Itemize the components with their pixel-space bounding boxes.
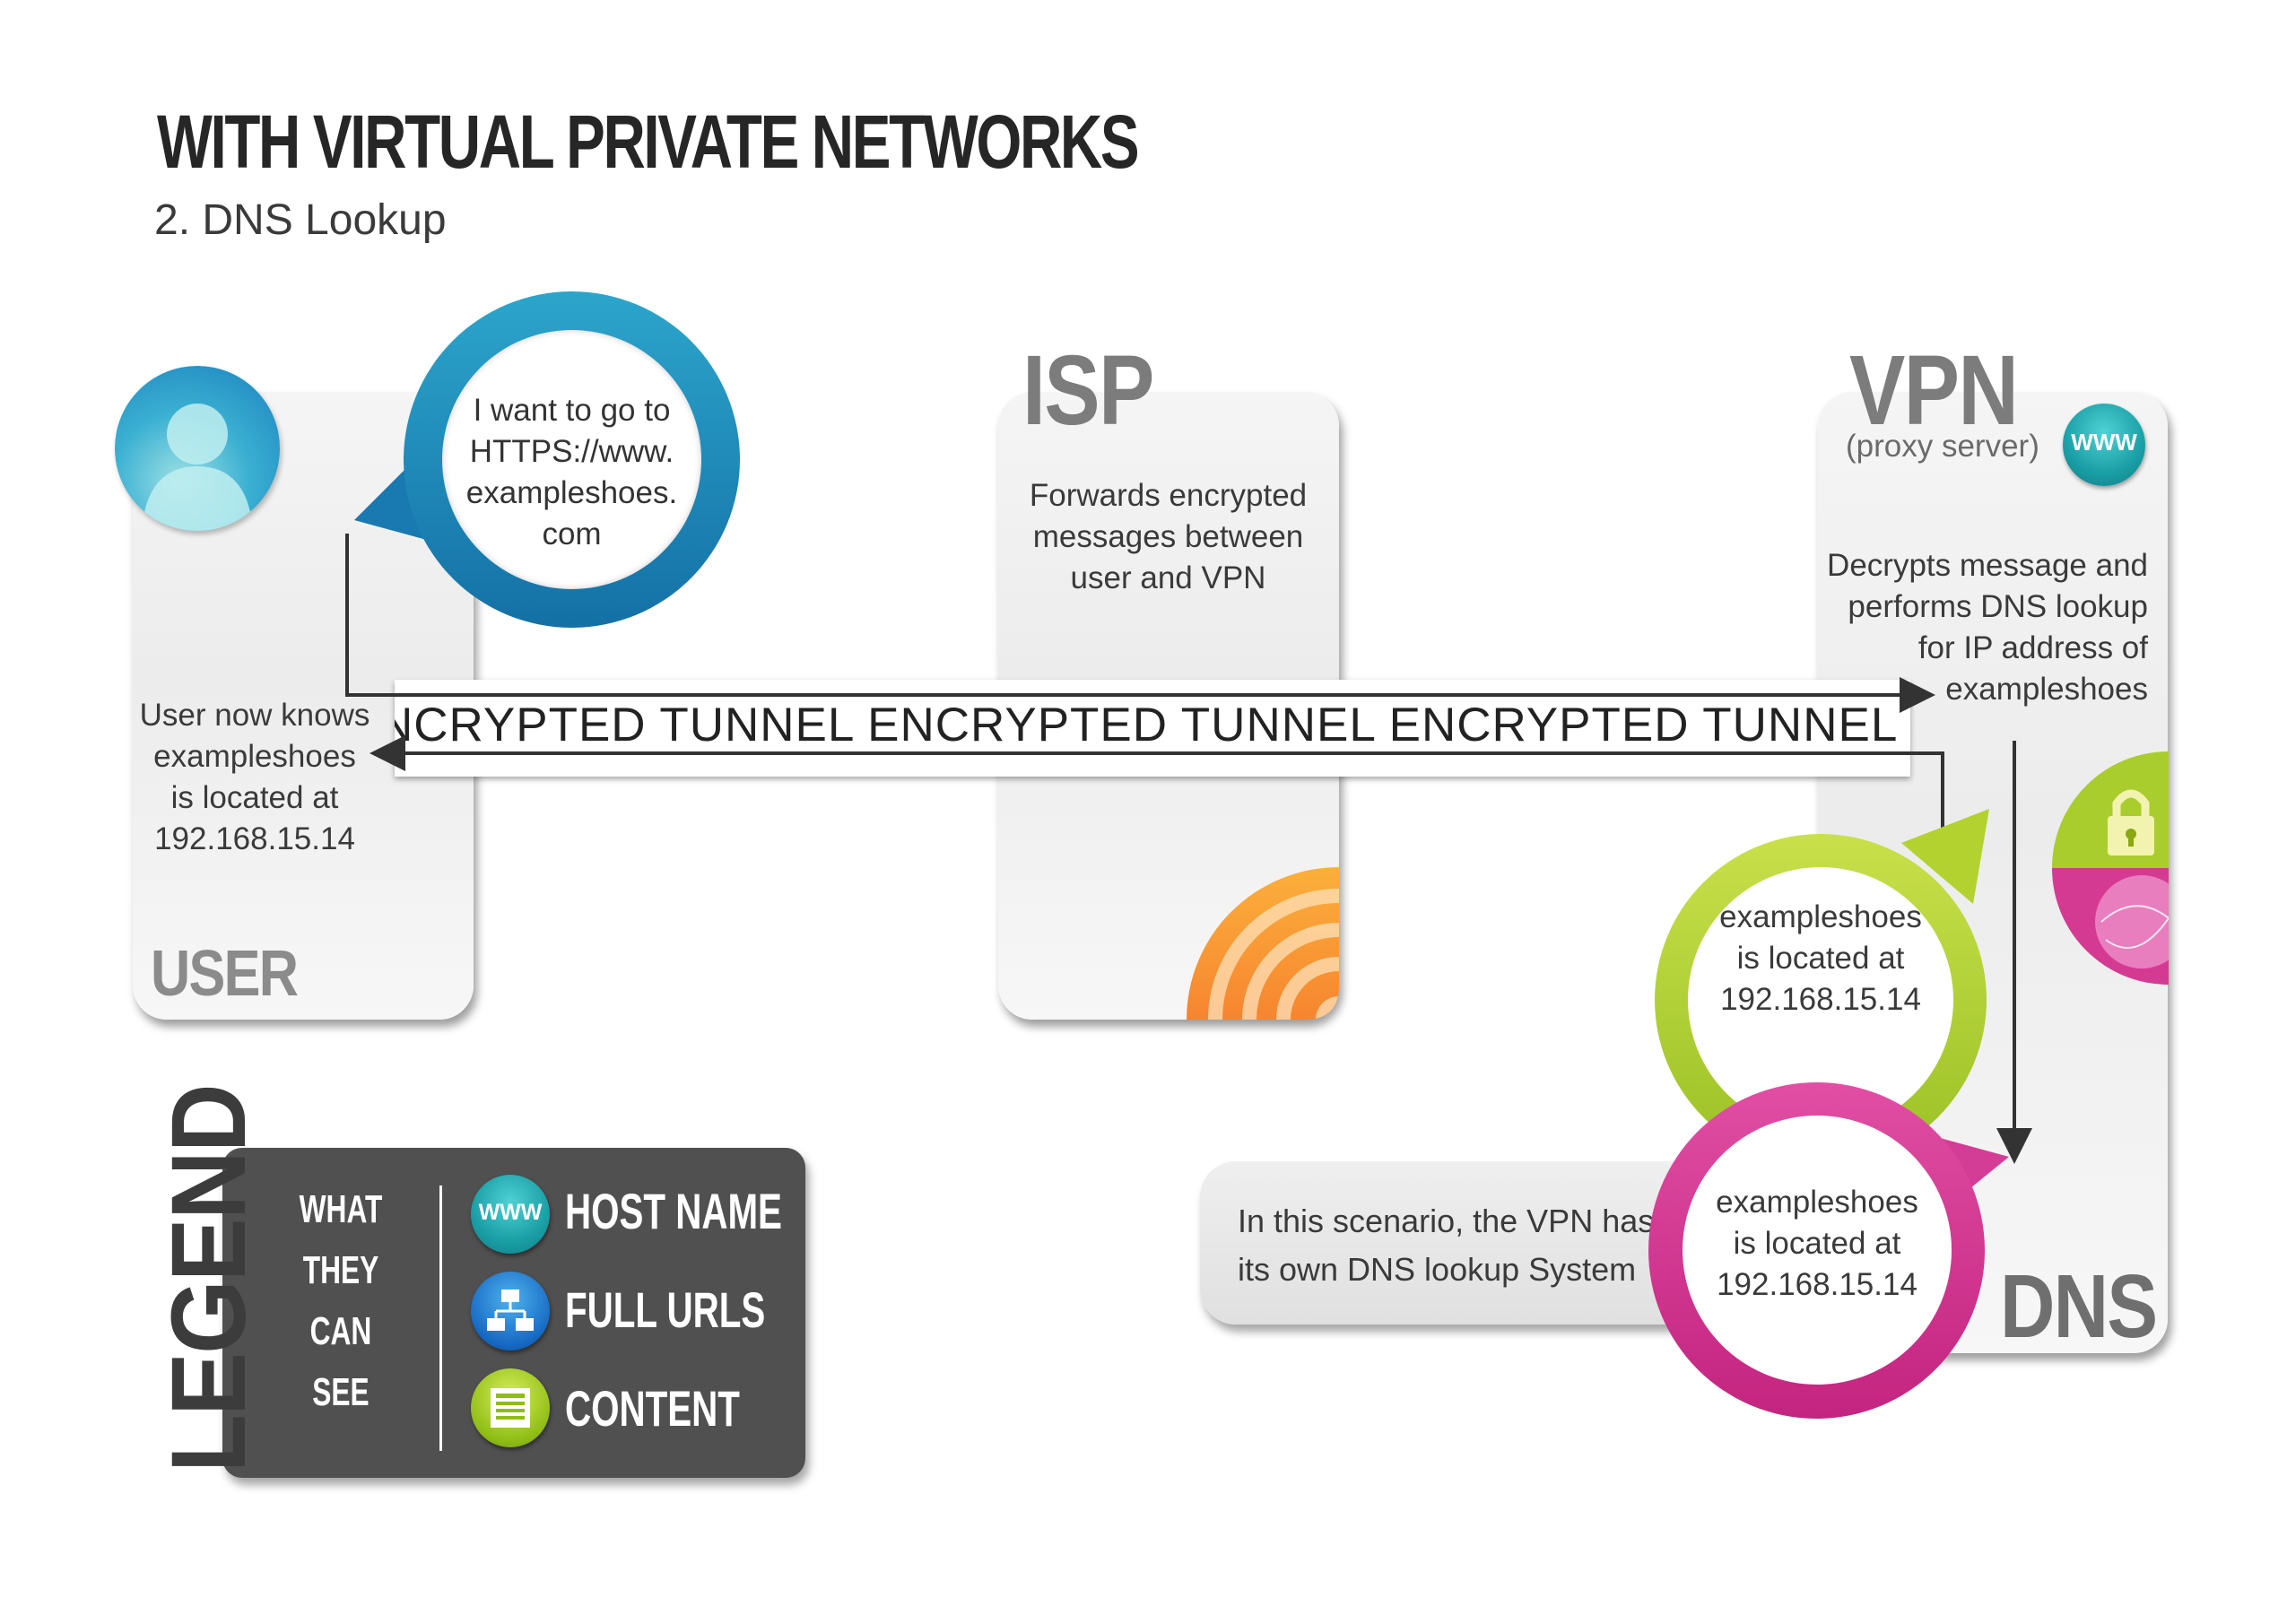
green-bubble-text: exampleshoes is located at 192.168.15.14 [1719,899,1922,1017]
speech-bubble [442,330,701,589]
legend-title: LEGEND [150,1085,268,1472]
dns-label: DNS [2000,1256,2158,1357]
user-label: USER [151,938,299,1010]
www-icon: WWW [2063,404,2145,486]
user-avatar-icon [115,366,280,531]
speech-bubble-text: I want to go to HTTPS://www. exampleshoe… [465,393,678,551]
legend-item-full-urls: FULL URLS [565,1281,766,1338]
isp-description: Forwards encrypted messages between user… [1029,478,1308,595]
www-icon: WWW [471,1175,550,1254]
document-icon [471,1368,550,1447]
lock-icon [2052,751,2169,985]
dns-note-box [1200,1161,1702,1324]
encrypted-tunnel-text: NCRYPTED TUNNEL ENCRYPTED TUNNEL ENCRYPT… [395,699,1910,751]
pink-bubble [1683,1116,1952,1385]
green-bubble-tail [1901,809,1989,904]
pink-bubble-text: exampleshoes is located at 192.168.15.14 [1716,1185,1918,1302]
legend-divider [439,1185,442,1451]
vpn-sublabel: (proxy server) [1846,429,2039,464]
rss-feed-icon [1187,867,1339,1020]
vpn-label: VPN [1849,335,2019,446]
page-subtitle: 2. DNS Lookup [154,196,447,244]
isp-label: ISP [1022,335,1154,446]
user-knows-text: User now knows exampleshoes is located a… [139,698,370,856]
page-title: WITH VIRTUAL PRIVATE NETWORKS [157,100,1140,184]
legend-what-they-can-see: WHAT THEY CAN SEE [299,1187,383,1414]
sitemap-icon [471,1272,550,1350]
legend-item-content: CONTENT [565,1380,740,1437]
vpn-description: Decrypts message and performs DNS lookup… [1827,548,2148,707]
dns-note-text: In this scenario, the VPN has its own DN… [1238,1203,1655,1288]
legend-item-host-name: HOST NAME [565,1183,782,1239]
